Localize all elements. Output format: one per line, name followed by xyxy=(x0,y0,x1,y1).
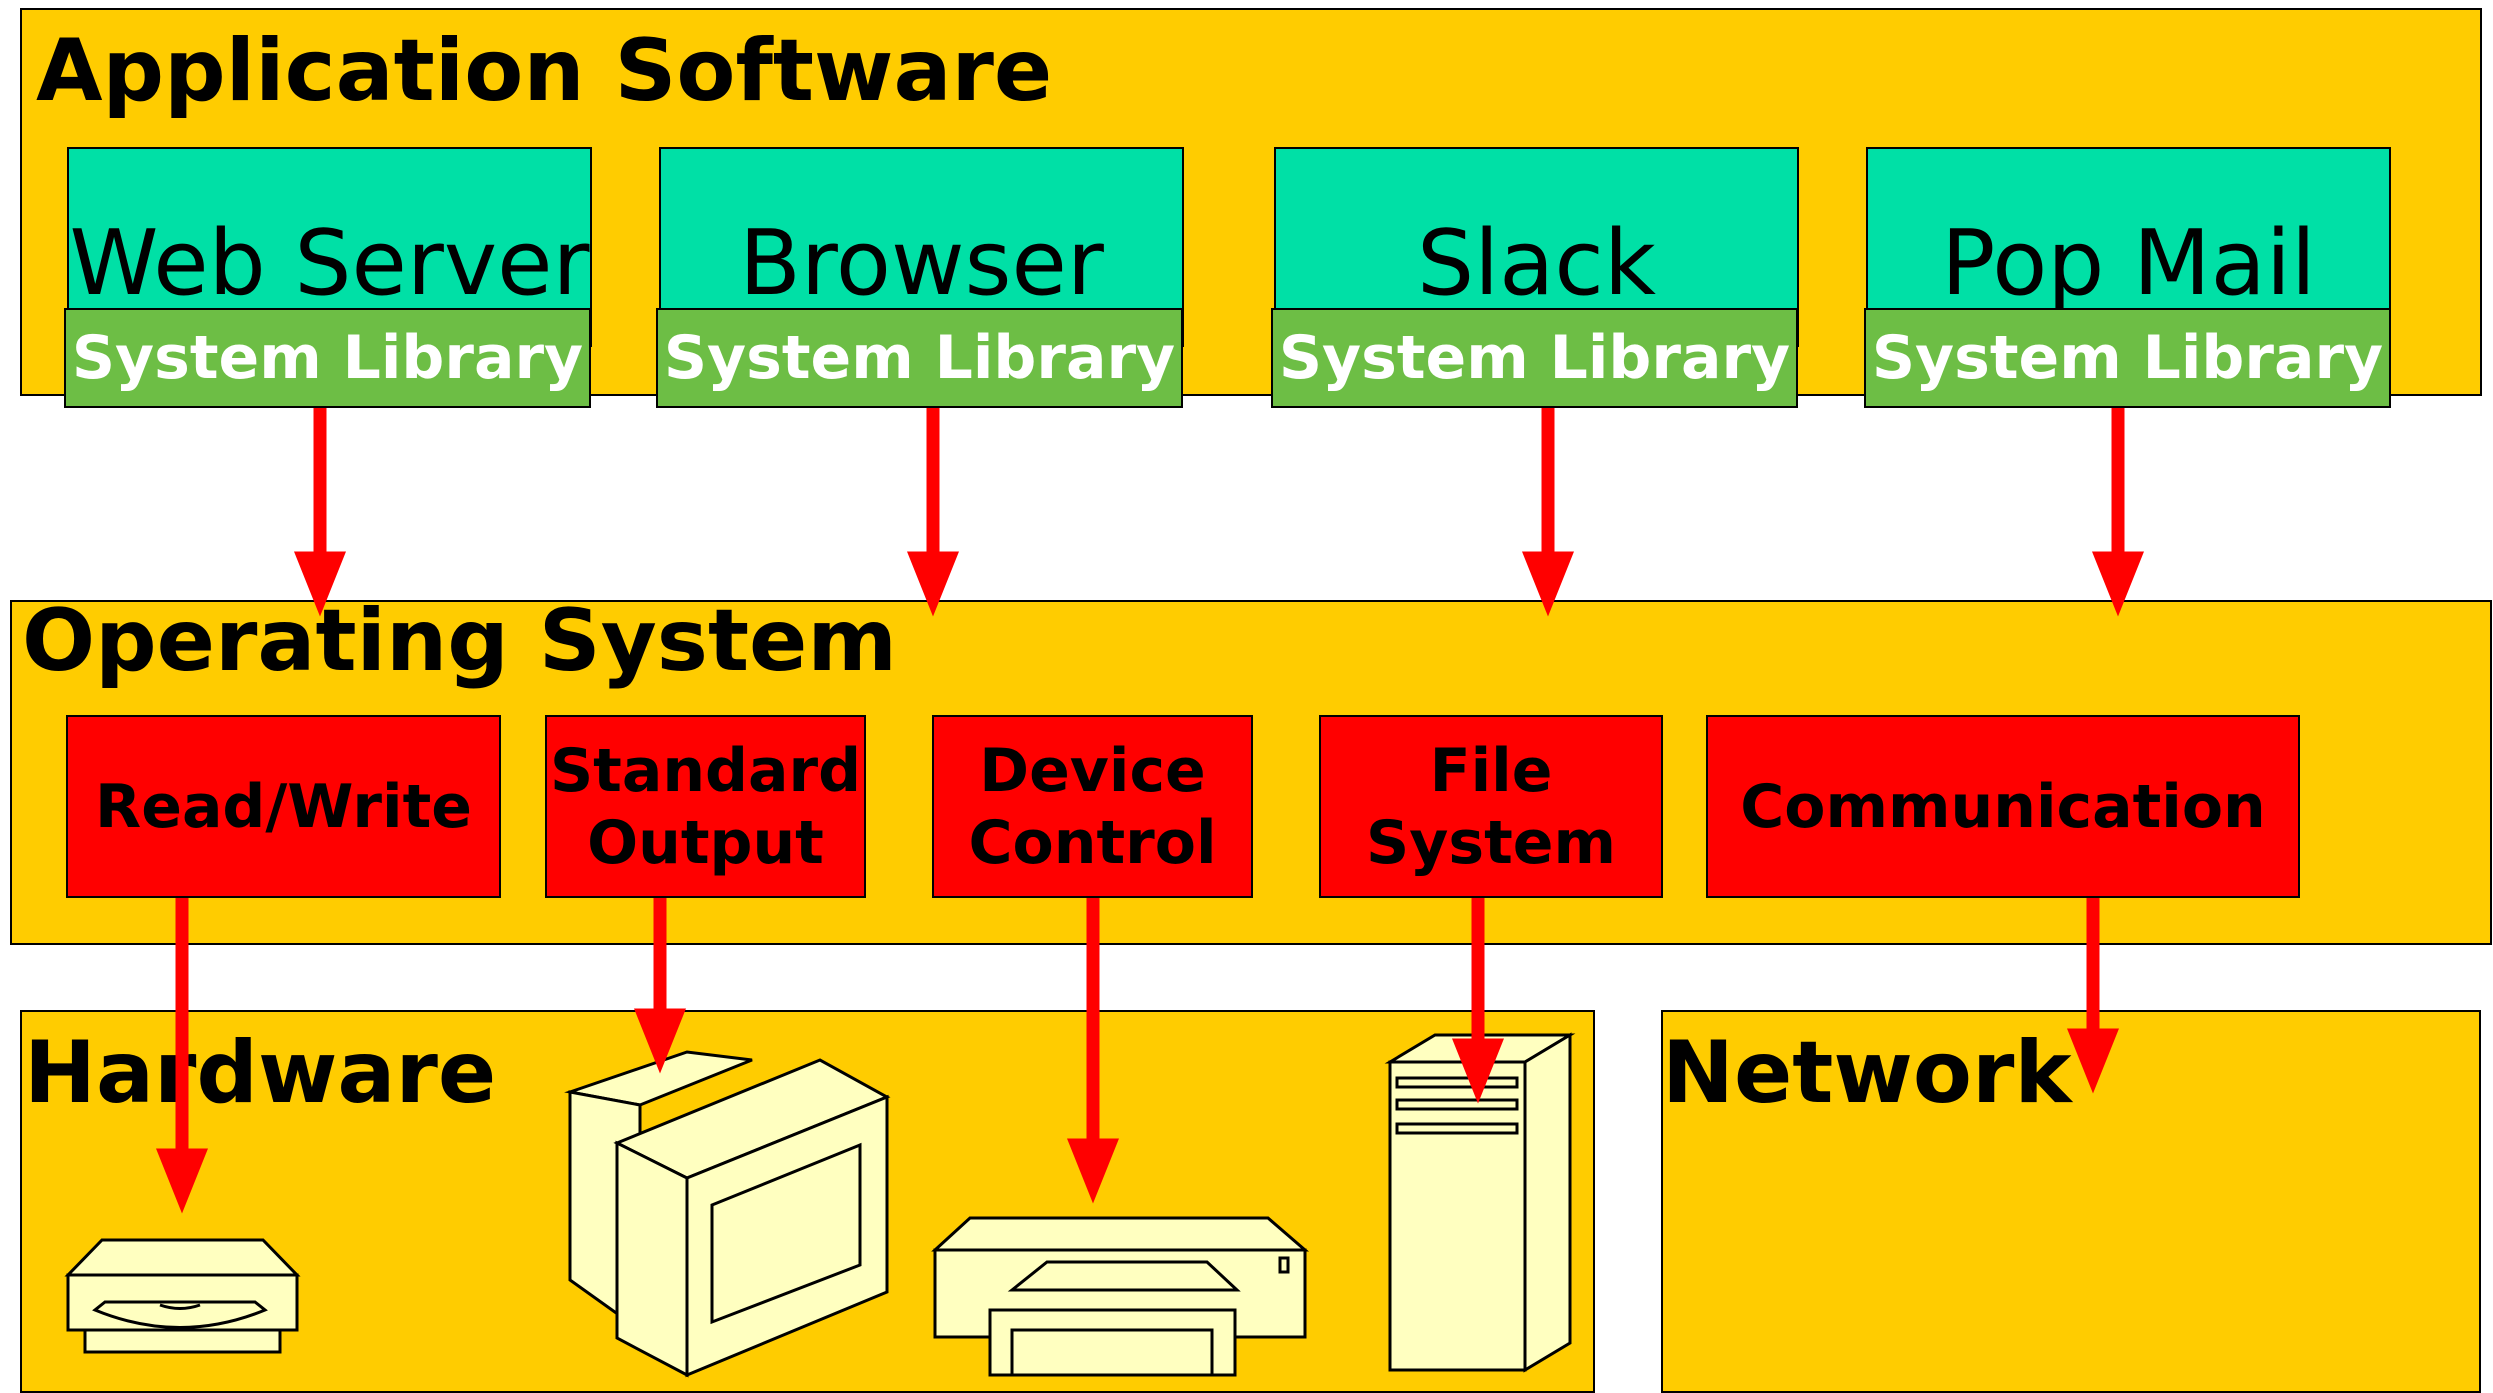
service-line1: Standard xyxy=(549,735,862,806)
service-line1: File xyxy=(1429,735,1553,806)
service-line1: Device xyxy=(979,735,1206,806)
arrows xyxy=(156,408,2144,1214)
service-line1: Read/Write xyxy=(95,771,472,842)
system-library-pop-mail: System Library xyxy=(1864,308,2391,408)
app-label: Pop Mail xyxy=(1941,211,2316,316)
network-title: Network xyxy=(1662,1023,2072,1123)
app-label: Web Server xyxy=(69,211,590,316)
app-label: Slack xyxy=(1417,211,1656,316)
service-line2: Output xyxy=(587,807,824,878)
service-device-control: Device Control xyxy=(932,715,1253,898)
service-communication: Communication xyxy=(1706,715,2300,898)
server-tower-icon xyxy=(1384,1032,1576,1373)
operating-system-title: Operating System xyxy=(22,591,897,691)
application-software-title: Application Software xyxy=(36,21,1053,121)
system-library-web-server: System Library xyxy=(64,308,591,408)
app-label: Browser xyxy=(739,211,1104,316)
service-line1: Communication xyxy=(1740,771,2266,842)
system-library-slack: System Library xyxy=(1271,308,1798,408)
service-standard-output: Standard Output xyxy=(545,715,866,898)
service-line2: Control xyxy=(968,807,1217,878)
service-line2: System xyxy=(1366,807,1616,878)
service-read-write: Read/Write xyxy=(66,715,501,898)
service-file-system: File System xyxy=(1319,715,1663,898)
disk-drive-icon xyxy=(64,1238,301,1354)
printer-icon xyxy=(931,1216,1310,1377)
hardware-title: Hardware xyxy=(24,1023,497,1123)
system-library-browser: System Library xyxy=(656,308,1183,408)
monitor-icon xyxy=(564,1050,891,1378)
